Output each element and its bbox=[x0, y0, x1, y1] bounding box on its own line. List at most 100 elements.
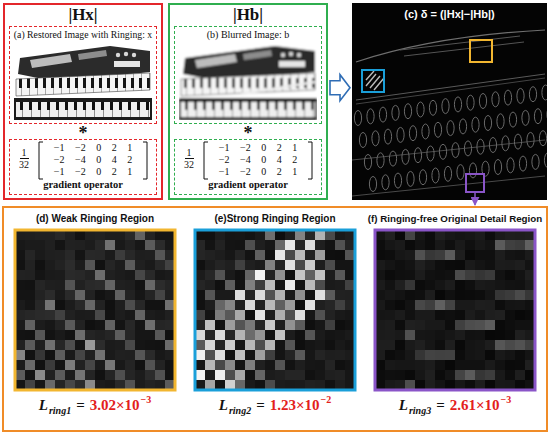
pixel bbox=[445, 350, 455, 360]
pixel bbox=[405, 310, 415, 320]
pixel bbox=[205, 300, 215, 310]
key-edge bbox=[359, 133, 366, 148]
pixel bbox=[135, 260, 145, 270]
pixel bbox=[275, 270, 285, 280]
pixel bbox=[55, 300, 65, 310]
pixel bbox=[235, 250, 245, 260]
pixel bbox=[335, 300, 345, 310]
pixel bbox=[315, 370, 325, 380]
pixel bbox=[25, 350, 35, 360]
pixel bbox=[125, 240, 135, 250]
pixel bbox=[415, 290, 425, 300]
pixel bbox=[465, 370, 475, 380]
pixel bbox=[145, 250, 155, 260]
pixel bbox=[495, 310, 505, 320]
pixel bbox=[455, 350, 465, 360]
pixel bbox=[395, 260, 405, 270]
pixel bbox=[235, 340, 245, 350]
pixel bbox=[235, 330, 245, 340]
pixel bbox=[155, 350, 165, 360]
pixel bbox=[485, 270, 495, 280]
pixel bbox=[415, 350, 425, 360]
pixel bbox=[425, 310, 435, 320]
pixel bbox=[295, 360, 305, 370]
pixel bbox=[315, 240, 325, 250]
pixel bbox=[255, 260, 265, 270]
pixel bbox=[135, 320, 145, 330]
synth-picture bbox=[179, 42, 317, 120]
pixel bbox=[395, 290, 405, 300]
key-edge bbox=[522, 110, 529, 125]
ringing-loss: Lring3=2.61×10−3 bbox=[365, 395, 545, 417]
pixel bbox=[45, 320, 55, 330]
pixel bbox=[505, 290, 515, 300]
pixel bbox=[385, 340, 395, 350]
pixel bbox=[265, 340, 275, 350]
pixel bbox=[425, 270, 435, 280]
pixel bbox=[275, 280, 285, 290]
convolution-sign: * bbox=[244, 125, 253, 141]
pixel bbox=[435, 240, 445, 250]
pixel bbox=[495, 350, 505, 360]
pixel bbox=[25, 310, 35, 320]
pixel bbox=[385, 300, 395, 310]
pixel bbox=[65, 290, 75, 300]
pixel bbox=[395, 310, 405, 320]
pixel bbox=[405, 250, 415, 260]
key-edge bbox=[547, 107, 548, 122]
synth-picture bbox=[14, 42, 152, 120]
pixel bbox=[465, 250, 475, 260]
pixel bbox=[325, 300, 335, 310]
key-edge bbox=[369, 177, 376, 192]
pixel bbox=[235, 350, 245, 360]
pixel bbox=[445, 310, 455, 320]
pixel bbox=[325, 330, 335, 340]
key-edge bbox=[489, 138, 496, 153]
operator-name: gradient operator bbox=[10, 179, 156, 191]
key-edge bbox=[429, 100, 436, 115]
pixel bbox=[295, 270, 305, 280]
pixel bbox=[275, 250, 285, 260]
pixel bbox=[215, 240, 225, 250]
pixel bbox=[35, 370, 45, 380]
pixel bbox=[25, 360, 35, 370]
pixel bbox=[145, 330, 155, 340]
pixel bbox=[115, 330, 125, 340]
pixel bbox=[495, 340, 505, 350]
pixel bbox=[515, 270, 525, 280]
pixel bbox=[95, 240, 105, 250]
loss-value: 1.23×10 bbox=[270, 395, 320, 415]
ringing-streak bbox=[366, 71, 384, 90]
pixel bbox=[205, 360, 215, 370]
pixel bbox=[325, 360, 335, 370]
pixel bbox=[485, 260, 495, 270]
pixel bbox=[285, 370, 295, 380]
pixel bbox=[425, 290, 435, 300]
pixel bbox=[125, 350, 135, 360]
pixel bbox=[305, 330, 315, 340]
pixel bbox=[35, 320, 45, 330]
pixel bbox=[505, 320, 515, 330]
pixel bbox=[335, 340, 345, 350]
key-edge bbox=[409, 126, 416, 141]
pixel bbox=[435, 340, 445, 350]
pixel bbox=[45, 310, 55, 320]
pixel bbox=[95, 280, 105, 290]
pixel bbox=[205, 260, 215, 270]
key-edge bbox=[372, 131, 379, 146]
key-edge bbox=[434, 122, 441, 137]
pixel bbox=[445, 320, 455, 330]
pixel bbox=[495, 290, 505, 300]
pixel bbox=[485, 370, 495, 380]
pixel bbox=[445, 250, 455, 260]
pixel bbox=[95, 300, 105, 310]
pixel bbox=[55, 370, 65, 380]
pixel bbox=[85, 340, 95, 350]
pixel bbox=[475, 280, 485, 290]
pixel bbox=[485, 280, 495, 290]
pixel bbox=[45, 360, 55, 370]
pixel bbox=[445, 300, 455, 310]
pixel bbox=[55, 240, 65, 250]
pixel bbox=[125, 310, 135, 320]
pixel bbox=[75, 370, 85, 380]
